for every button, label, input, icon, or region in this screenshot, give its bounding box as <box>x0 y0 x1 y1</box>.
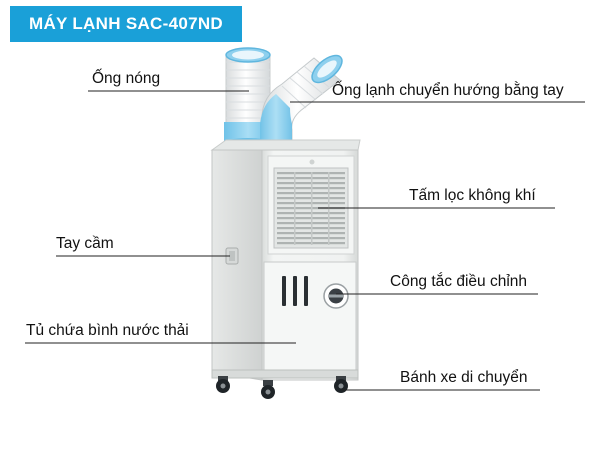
air-filter-grille <box>273 167 349 249</box>
label-cold-duct: Ống lạnh chuyển hướng bằng tay <box>332 82 564 99</box>
label-control-switch: Công tắc điều chỉnh <box>390 273 528 290</box>
control-switch-knob <box>323 283 349 309</box>
cold-duct <box>258 54 343 155</box>
label-wheels: Bánh xe di chuyển <box>400 369 528 386</box>
drain-cabinet <box>263 261 357 373</box>
unit-base <box>211 369 359 379</box>
leader-lines <box>25 90 585 391</box>
label-handle: Tay cầm <box>56 235 114 252</box>
label-hot-duct: Ống nóng <box>92 70 161 87</box>
label-air-filter: Tấm lọc không khí <box>409 187 536 204</box>
label-drain-cabinet: Tủ chứa bình nước thải <box>26 322 189 339</box>
page-title: MÁY LẠNH SAC-407ND <box>10 6 242 42</box>
